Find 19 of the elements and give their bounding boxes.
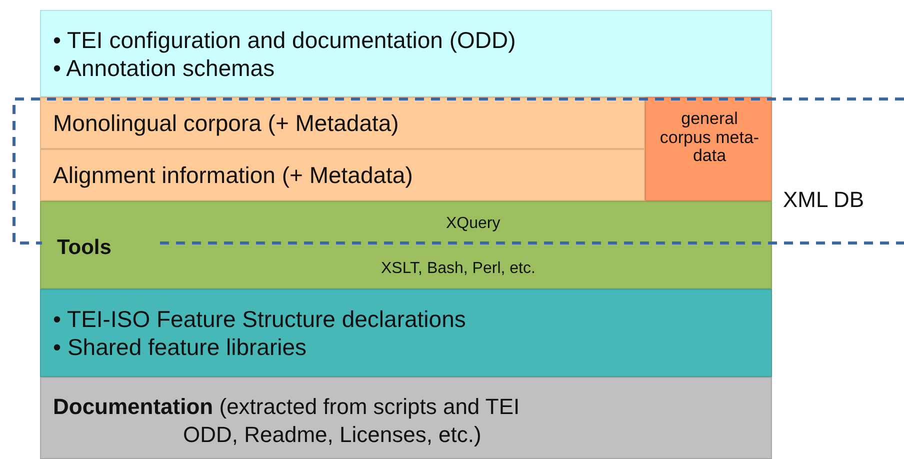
region-label: XML DB (783, 187, 864, 214)
layer-box (645, 97, 772, 201)
layer-band (40, 289, 772, 377)
layer-band (40, 97, 645, 149)
layer-band (40, 201, 772, 289)
layer-text: • Shared feature libraries (53, 334, 307, 362)
layer-text: XQuery (446, 214, 500, 234)
layer-text: Documentation (extracted from scripts and TEI ODD, Readme, Licenses, etc.) (53, 393, 521, 448)
layer-heading: Tools (57, 235, 112, 260)
layer-text: • TEI-ISO Feature Structure declarations (53, 306, 466, 334)
layer-text: Alignment information (+ Metadata) (53, 162, 413, 190)
layer-text: general corpus meta-data (658, 110, 760, 166)
layer-text: Monolingual corpora (+ Metadata) (53, 110, 399, 138)
layer-text: • TEI configuration and documentation (ODD) (53, 27, 516, 55)
layer-text: XSLT, Bash, Perl, etc. (381, 259, 536, 278)
layer-text: • Annotation schemas (53, 55, 275, 83)
layer-band (40, 377, 772, 459)
layer-band (40, 10, 772, 97)
layer-band (40, 149, 645, 201)
